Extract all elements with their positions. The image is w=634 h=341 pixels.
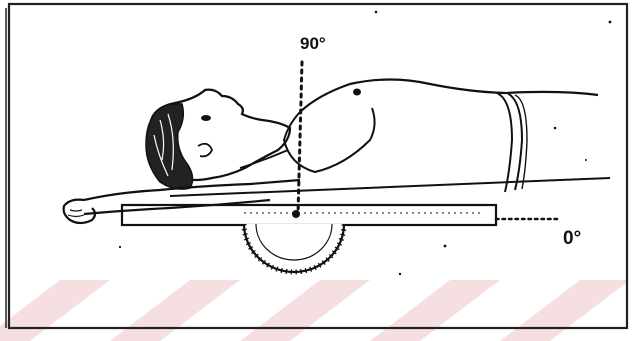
angle-label-0: 0° [563, 228, 581, 250]
waistband [497, 93, 512, 192]
neck [240, 150, 288, 168]
shoulder [284, 108, 375, 172]
watermark [0, 280, 630, 341]
torso [300, 80, 598, 113]
ear [198, 144, 212, 157]
eye [201, 115, 211, 121]
table-line [170, 178, 610, 196]
nipple [353, 89, 361, 96]
angle-label-90: 90° [300, 34, 326, 54]
specks [119, 11, 611, 275]
goniometer-protractor [244, 210, 344, 272]
